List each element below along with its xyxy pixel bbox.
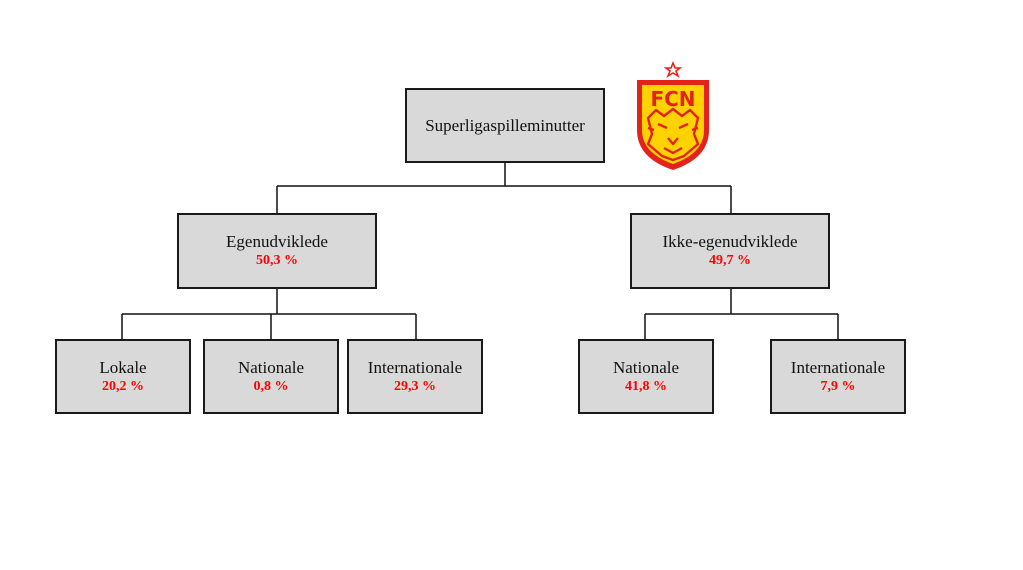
node-nationale-ikke: Nationale 41,8 % <box>578 339 714 414</box>
node-internationale-egen: Internationale 29,3 % <box>347 339 483 414</box>
node-egenudviklede: Egenudviklede 50,3 % <box>177 213 377 289</box>
node-value: 50,3 % <box>256 253 298 268</box>
node-label: Nationale <box>237 357 305 377</box>
node-label: Lokale <box>99 357 147 377</box>
node-label: Ikke-egenudviklede <box>662 232 798 251</box>
node-label: Egenudviklede <box>226 232 328 251</box>
node-label: Internationale <box>367 357 463 377</box>
node-value: 20,2 % <box>102 378 144 394</box>
root-label: Superligaspilleminutter <box>425 115 585 135</box>
root-node: Superligaspilleminutter <box>405 88 605 163</box>
node-label: Nationale <box>612 357 680 377</box>
node-lokale: Lokale 20,2 % <box>55 339 191 414</box>
node-ikke-egenudviklede: Ikke-egenudviklede 49,7 % <box>630 213 830 289</box>
star-icon <box>663 60 683 78</box>
node-nationale-egen: Nationale 0,8 % <box>203 339 339 414</box>
node-label: Internationale <box>790 357 886 377</box>
node-value: 41,8 % <box>625 378 667 394</box>
fcn-logo: FCN <box>637 60 709 170</box>
lion-face-icon <box>646 107 700 162</box>
node-value: 7,9 % <box>820 378 856 394</box>
node-value: 29,3 % <box>394 378 436 394</box>
node-internationale-ikke: Internationale 7,9 % <box>770 339 906 414</box>
node-value: 0,8 % <box>253 378 289 394</box>
logo-text: FCN <box>650 87 695 111</box>
node-value: 49,7 % <box>709 253 751 268</box>
